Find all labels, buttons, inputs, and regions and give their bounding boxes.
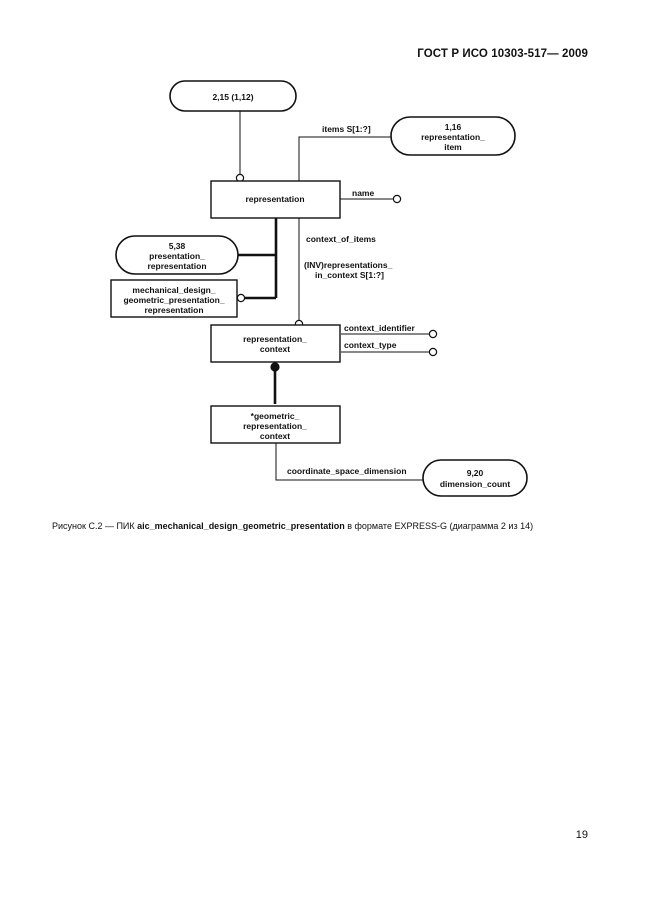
page-ref-count-oval [422, 459, 528, 497]
name-end-circle [392, 194, 402, 204]
page-ref-presentation-oval [115, 235, 239, 275]
page-ref-item-oval [390, 116, 516, 156]
page-ref-top-oval [169, 80, 297, 112]
caption-schema-name: aic_mechanical_design_geometric_presenta… [137, 521, 345, 531]
items-relationship-line [298, 136, 393, 181]
attr-context-of-items-label: context_of_items [306, 234, 376, 244]
attr-inverse-line2: in_context S[1:?] [315, 270, 384, 280]
attr-context-identifier-label: context_identifier [344, 323, 416, 333]
entity-mechanical-line2: geometric_presentation_ [123, 295, 224, 305]
page-ref-count-line1: 9,20 [467, 468, 484, 478]
page-ref-item-line2: representation_ [421, 132, 485, 142]
page-number: 19 [575, 829, 588, 841]
entity-geometric-context-box [210, 405, 341, 444]
entity-geometric-context-line3: context [260, 431, 290, 441]
context-supertype-end-circle [270, 362, 280, 372]
entity-context-line2: context [260, 344, 290, 354]
figure-caption: Рисунок С.2 — ПИК aic_mechanical_design_… [52, 521, 632, 531]
entity-mechanical-line3: representation [144, 305, 203, 315]
standard-designation: ГОСТ Р ИСО 10303-517— 2009 [417, 48, 588, 60]
mechanical-end-circle [236, 293, 246, 303]
attr-context-type-label: context_type [344, 340, 397, 350]
caption-prefix: Рисунок С.2 — ПИК [52, 521, 138, 531]
page-ref-presentation-line1: 5,38 [169, 241, 186, 251]
entity-geometric-context-line1: *geometric_ [251, 411, 300, 421]
entity-mechanical-line1: mechanical_design_ [132, 285, 215, 295]
entity-representation-box [210, 180, 341, 219]
page-ref-item-line1: 1,16 [445, 122, 462, 132]
entity-geometric-context-line2: representation_ [243, 421, 307, 431]
context-type-end-circle [428, 347, 438, 357]
attr-inverse-line1: (INV)representations_ [304, 260, 393, 270]
page-ref-item-line3: item [444, 142, 462, 152]
page-ref-presentation-line3: representation [147, 261, 206, 271]
entity-representation-label: representation [245, 194, 304, 204]
coordinate-space-dimension-line [275, 443, 423, 481]
page-ref-presentation-line2: presentation_ [149, 251, 205, 261]
attr-coordinate-space-dimension-label: coordinate_space_dimension [287, 466, 407, 476]
attr-items-label: items S[1:?] [322, 124, 371, 134]
attr-name-label: name [352, 188, 374, 198]
entity-context-line1: representation_ [243, 334, 307, 344]
express-g-diagram: 2,15 (1,12) 1,16 representation_ item 5,… [110, 80, 528, 497]
page-ref-top-label: 2,15 (1,12) [212, 92, 253, 102]
caption-suffix: в формате EXPRESS-G (диаграмма 2 из 14) [344, 521, 534, 531]
context-identifier-end-circle [428, 329, 438, 339]
entity-context-box [210, 324, 341, 363]
page-ref-count-line2: dimension_count [440, 479, 511, 489]
entity-mechanical-box [110, 279, 238, 318]
